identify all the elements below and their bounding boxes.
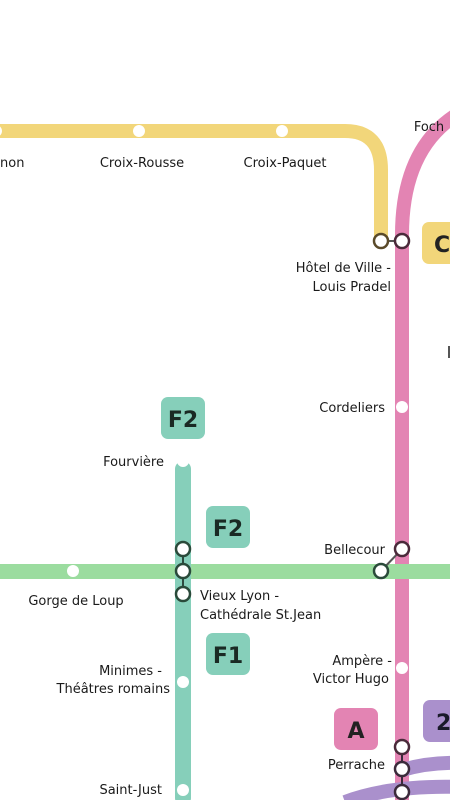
- station-label-minimes-2: Théâtres romains: [56, 682, 171, 697]
- badge-f2-top-label: F2: [168, 408, 198, 433]
- interchange-vieux-lyon-f1[interactable]: [174, 585, 192, 603]
- station-label-croix-rousse: Croix-Rousse: [100, 156, 184, 171]
- badge-a[interactable]: A: [334, 708, 378, 750]
- badge-purple-label: 2: [436, 711, 450, 736]
- badge-a-label: A: [347, 719, 364, 744]
- interchange-perrache-mid[interactable]: [393, 760, 411, 778]
- station-dot-croix-paquet[interactable]: [276, 125, 288, 137]
- station-dot-fourviere[interactable]: [177, 455, 189, 467]
- badge-f2-top[interactable]: F2: [161, 397, 205, 439]
- badge-f2[interactable]: F2: [206, 506, 250, 548]
- station-label-foch: Foch: [414, 120, 444, 135]
- line-c-track: [0, 124, 388, 248]
- station-label-minimes-1: Minimes -: [99, 664, 162, 679]
- station-dot-croix-rousse[interactable]: [133, 125, 145, 137]
- station-label-perrache: Perrache: [328, 758, 385, 773]
- offscreen-marker: [448, 346, 450, 358]
- line-horizontal-track: [0, 564, 450, 579]
- badge-f1-label: F1: [213, 644, 243, 669]
- station-dot-hennon[interactable]: [0, 125, 2, 137]
- interchange-bellecour-a[interactable]: [393, 540, 411, 558]
- station-label-hotel-de-ville-2: Louis Pradel: [312, 280, 391, 295]
- station-label-hotel-de-ville-1: Hôtel de Ville -: [296, 261, 392, 276]
- station-label-saint-just: Saint-Just: [99, 783, 162, 798]
- interchange-perrache-a[interactable]: [393, 738, 411, 756]
- badge-c-label: C: [434, 233, 450, 258]
- interchange-bellecour-d[interactable]: [372, 562, 390, 580]
- station-label-croix-paquet: Croix-Paquet: [244, 156, 327, 171]
- interchange-perrache-d[interactable]: [393, 783, 411, 800]
- station-dot-cordeliers[interactable]: [396, 401, 408, 413]
- badge-c[interactable]: C: [422, 222, 450, 264]
- badge-purple[interactable]: 2: [423, 700, 450, 742]
- interchange-vieux-lyon-f2[interactable]: [174, 540, 192, 558]
- station-label-ampere-1: Ampère -: [332, 654, 392, 669]
- station-label-vieux-lyon-1: Vieux Lyon -: [200, 589, 279, 604]
- station-label-cordeliers: Cordeliers: [319, 401, 385, 416]
- station-dot-gorge-de-loup[interactable]: [67, 565, 79, 577]
- station-label-hennon: non: [0, 156, 24, 171]
- station-label-fourviere: Fourvière: [103, 455, 164, 470]
- interchange-hotel-de-ville-c[interactable]: [372, 232, 390, 250]
- station-label-vieux-lyon-2: Cathédrale St.Jean: [200, 608, 321, 623]
- station-dot-saint-just[interactable]: [177, 784, 189, 796]
- station-label-bellecour: Bellecour: [324, 543, 385, 558]
- station-dot-ampere[interactable]: [396, 662, 408, 674]
- interchange-vieux-lyon-d[interactable]: [174, 562, 192, 580]
- interchange-hotel-de-ville-a[interactable]: [393, 232, 411, 250]
- badge-f1[interactable]: F1: [206, 633, 250, 675]
- line-a-track: [395, 110, 450, 800]
- funicular-track: [175, 461, 191, 800]
- badge-f2-label: F2: [213, 517, 243, 542]
- station-label-ampere-2: Victor Hugo: [313, 672, 389, 687]
- station-dot-minimes[interactable]: [177, 676, 189, 688]
- station-label-gorge-de-loup: Gorge de Loup: [28, 594, 123, 609]
